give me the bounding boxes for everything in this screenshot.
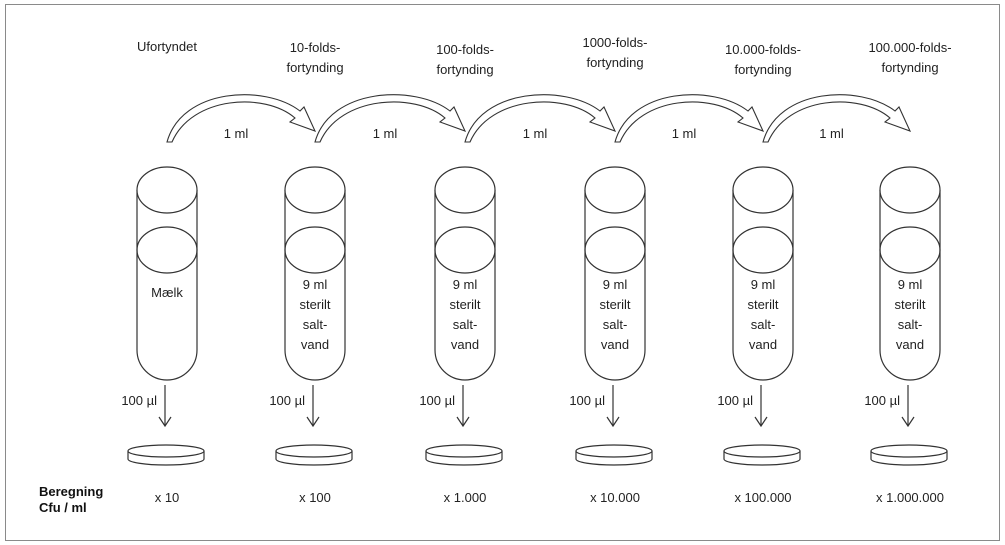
dilution-column: 100.000-folds-fortynding 9 ml sterilt salt-… xyxy=(864,40,951,505)
plating-arrow xyxy=(456,385,470,428)
dilution-column: 100-folds-fortynding 9 ml sterilt salt-vand… xyxy=(419,42,503,505)
plate-volume-label: 100 µl xyxy=(569,393,605,408)
tube-contents-line: salt- xyxy=(603,317,628,332)
liquid-surface xyxy=(136,226,198,274)
test-tube: 9 ml sterilt salt-vand xyxy=(732,166,794,381)
transfer-arrow: 1 ml xyxy=(464,94,617,143)
transfer-volume-label: 1 ml xyxy=(819,126,844,141)
dilution-column: 10-folds-fortynding 9 ml sterilt salt-vand 1… xyxy=(269,40,353,505)
tube-contents-line: vand xyxy=(749,337,777,352)
tube-contents-line: vand xyxy=(601,337,629,352)
petri-dish xyxy=(723,444,801,466)
test-tube: 9 ml sterilt salt-vand xyxy=(284,166,346,381)
column-header-line: 10-folds- xyxy=(290,40,341,55)
test-tube: Mælk xyxy=(136,166,198,381)
transfer-arrow: 1 ml xyxy=(614,94,765,143)
tube-contents-line: 9 ml xyxy=(751,277,776,292)
test-tube: 9 ml sterilt salt-vand xyxy=(879,166,941,381)
plate-volume-label: 100 µl xyxy=(121,393,157,408)
column-header-line: fortynding xyxy=(734,62,791,77)
transfer-volume-label: 1 ml xyxy=(672,126,697,141)
column-header-line: 1000-folds- xyxy=(582,35,647,50)
test-tube: 9 ml sterilt salt-vand xyxy=(434,166,496,381)
transfer-volume-label: 1 ml xyxy=(523,126,548,141)
transfer-volume-label: 1 ml xyxy=(373,126,398,141)
column-header-line: 10.000-folds- xyxy=(725,42,801,57)
liquid-surface xyxy=(284,226,346,274)
tube-contents-line: vand xyxy=(896,337,924,352)
multiplication-factor: x 1.000 xyxy=(444,490,487,505)
test-tube: 9 ml sterilt salt-vand xyxy=(584,166,646,381)
plating-arrow xyxy=(606,385,620,428)
plate-volume-label: 100 µl xyxy=(269,393,305,408)
tube-contents-line: sterilt xyxy=(894,297,925,312)
transfer-arrow: 1 ml xyxy=(166,94,317,143)
multiplication-factor: x 100.000 xyxy=(734,490,791,505)
column-header-line: 100-folds- xyxy=(436,42,494,57)
tube-contents-line: salt- xyxy=(751,317,776,332)
plate-volume-label: 100 µl xyxy=(419,393,455,408)
column-header-line: Ufortyndet xyxy=(137,39,197,54)
tube-contents-line: salt- xyxy=(453,317,478,332)
tube-contents-line: Mælk xyxy=(151,285,183,300)
tube-contents-line: vand xyxy=(451,337,479,352)
plate-volume-label: 100 µl xyxy=(864,393,900,408)
liquid-surface xyxy=(732,226,794,274)
tube-contents-line: 9 ml xyxy=(603,277,628,292)
column-header-line: 100.000-folds- xyxy=(868,40,951,55)
column-header-line: fortynding xyxy=(586,55,643,70)
transfer-volume-label: 1 ml xyxy=(224,126,249,141)
transfer-arrow: 1 ml xyxy=(314,94,467,143)
column-header-line: fortynding xyxy=(286,60,343,75)
plating-arrow xyxy=(158,385,172,428)
petri-dish xyxy=(575,444,653,466)
dilution-column: 1000-folds-fortynding 9 ml sterilt salt-van… xyxy=(569,35,653,505)
calculation-label-line: Cfu / ml xyxy=(39,500,87,515)
tube-contents-line: salt- xyxy=(898,317,923,332)
petri-dish xyxy=(425,444,503,466)
liquid-surface xyxy=(879,226,941,274)
tube-contents-line: sterilt xyxy=(449,297,480,312)
column-header-line: fortynding xyxy=(881,60,938,75)
liquid-surface xyxy=(434,226,496,274)
tube-contents-line: sterilt xyxy=(747,297,778,312)
multiplication-factor: x 10 xyxy=(155,490,180,505)
tube-contents-line: 9 ml xyxy=(303,277,328,292)
dilution-column: 10.000-folds-fortynding 9 ml sterilt salt-v… xyxy=(717,42,801,505)
tube-contents-line: 9 ml xyxy=(453,277,478,292)
liquid-surface xyxy=(584,226,646,274)
multiplication-factor: x 10.000 xyxy=(590,490,640,505)
tube-contents-line: sterilt xyxy=(299,297,330,312)
diagram-frame xyxy=(5,4,1000,541)
transfer-arrow: 1 ml xyxy=(762,94,912,143)
column-header-line: fortynding xyxy=(436,62,493,77)
multiplication-factor: x 100 xyxy=(299,490,331,505)
plating-arrow xyxy=(754,385,768,428)
plating-arrow xyxy=(901,385,915,428)
plating-arrow xyxy=(306,385,320,428)
tube-contents-line: sterilt xyxy=(599,297,630,312)
petri-dish xyxy=(870,444,948,466)
tube-contents-line: 9 ml xyxy=(898,277,923,292)
tube-contents-line: salt- xyxy=(303,317,328,332)
petri-dish xyxy=(275,444,353,466)
calculation-label-line: Beregning xyxy=(39,484,103,499)
tube-contents-line: vand xyxy=(301,337,329,352)
plate-volume-label: 100 µl xyxy=(717,393,753,408)
multiplication-factor: x 1.000.000 xyxy=(876,490,944,505)
petri-dish xyxy=(127,444,205,466)
